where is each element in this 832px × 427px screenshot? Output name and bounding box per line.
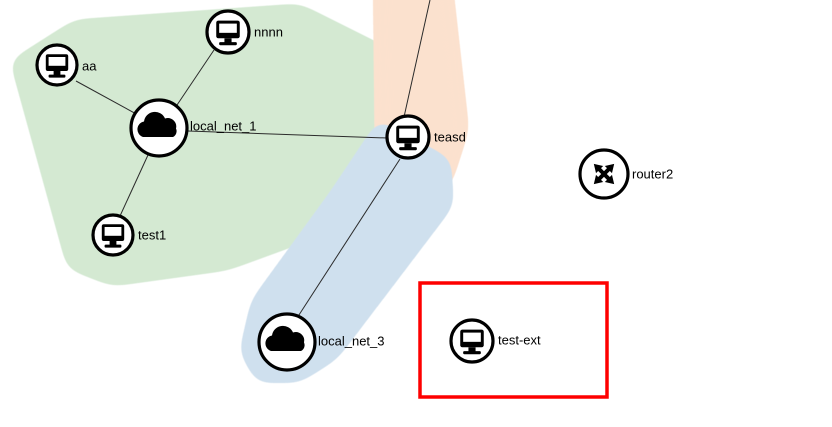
test-ext-selection-box[interactable] [418,281,609,399]
monitor-icon [460,329,484,355]
monitor-icon [101,224,125,248]
node-nnnn-label: nnnn [254,24,283,39]
node-test1-label: test1 [138,227,166,242]
edge-local_net_1-teasd[interactable] [187,130,388,139]
selection-layer[interactable] [418,281,609,399]
node-local_net_3-label: local_net_3 [318,333,385,348]
edge-teasd-offscreen-top[interactable] [403,0,431,118]
cloud-icon [265,325,305,351]
network-regions-layer [8,0,470,384]
network-edges-layer [75,0,431,319]
monitor-icon [216,20,240,46]
node-local_net_1-label: local_net_1 [190,118,257,133]
node-router2[interactable]: router2 [578,148,673,200]
node-router2-label: router2 [632,166,673,181]
node-nnnn[interactable]: nnnn [205,9,283,55]
node-test-ext[interactable]: test-ext [449,318,541,364]
edge-teasd-local_net_3[interactable] [296,158,401,319]
network-nodes-layer[interactable]: aa nnnn local_net_1 test1 teasd router2 local_… [35,9,673,372]
node-aa-label: aa [82,58,97,73]
node-teasd[interactable]: teasd [385,114,466,160]
node-local_net_1[interactable]: local_net_1 [129,98,257,158]
cloud-icon [137,111,177,137]
node-teasd-label: teasd [434,129,466,144]
monitor-icon [45,54,69,78]
edge-local_net_1-test1[interactable] [119,154,149,217]
node-aa[interactable]: aa [35,43,97,87]
node-test1[interactable]: test1 [91,213,166,257]
node-test-ext-label: test-ext [498,332,541,347]
edge-nnnn-local_net_1[interactable] [174,49,215,109]
node-local_net_3[interactable]: local_net_3 [257,312,385,372]
router-icon [593,163,615,185]
monitor-icon [396,125,420,151]
edge-aa-local_net_1[interactable] [75,80,141,117]
